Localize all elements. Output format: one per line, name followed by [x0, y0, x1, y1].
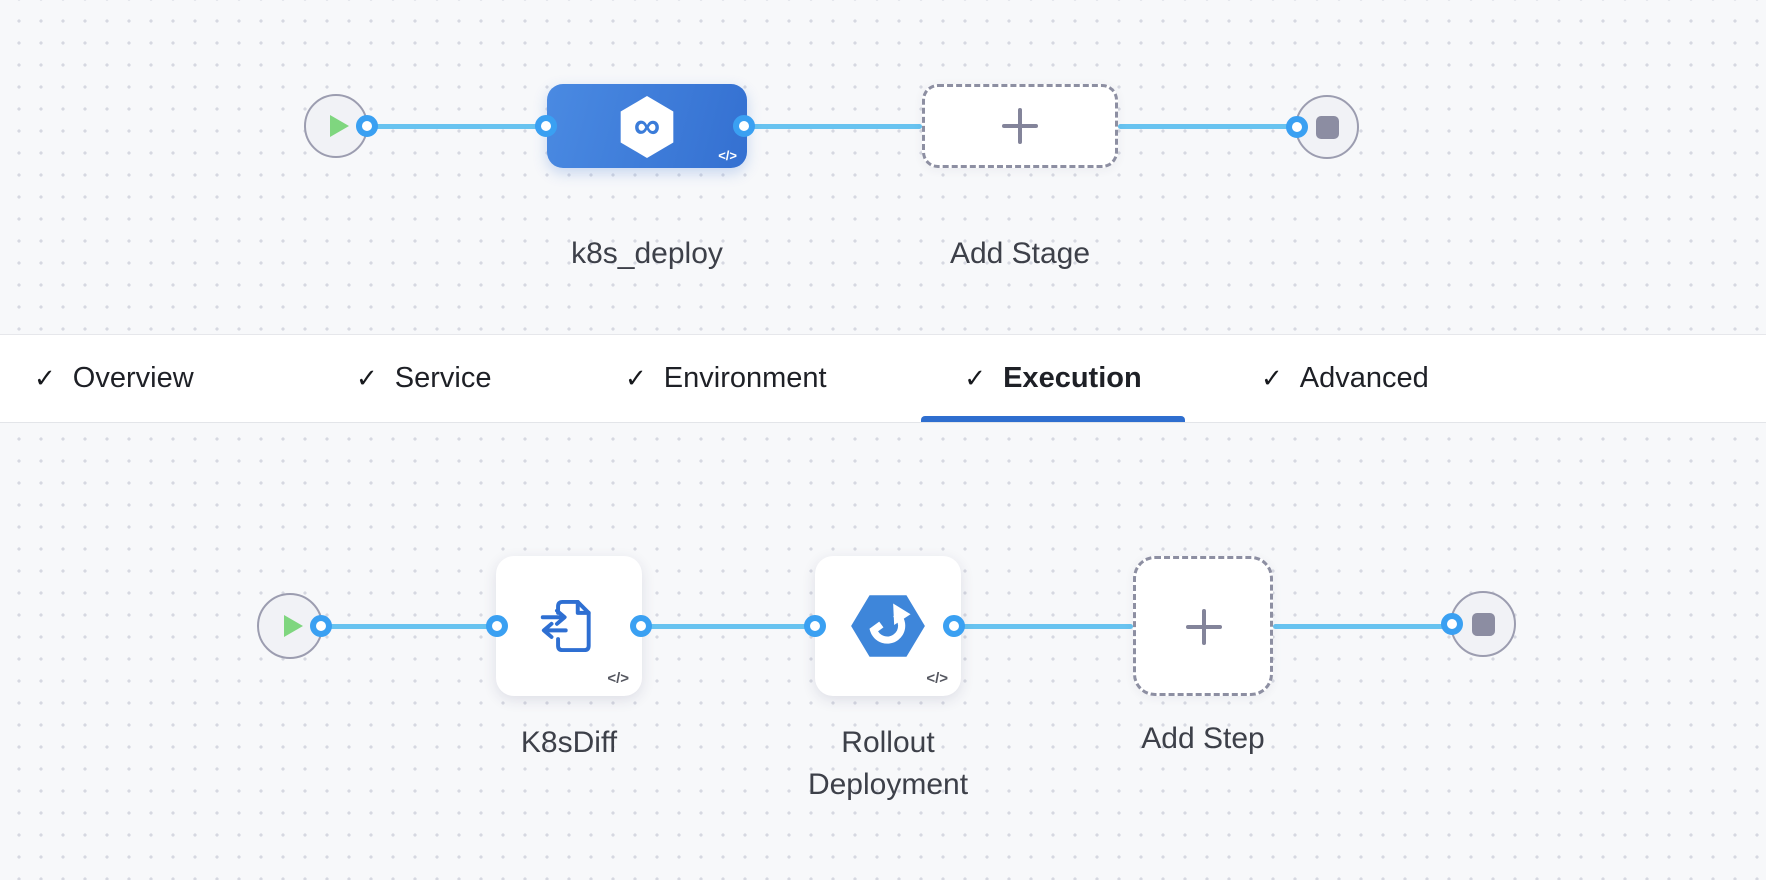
check-icon: ✓	[34, 363, 56, 394]
add-step-button[interactable]	[1133, 556, 1273, 696]
add-stage-label: Add Stage	[949, 237, 1091, 270]
node-port[interactable]	[1286, 116, 1308, 138]
tab-environment[interactable]: ✓ Environment	[625, 335, 827, 422]
node-port[interactable]	[943, 615, 965, 637]
check-icon: ✓	[964, 363, 987, 394]
node-port[interactable]	[1441, 613, 1463, 635]
tab-label: Advanced	[1299, 362, 1429, 394]
node-port[interactable]	[356, 115, 378, 137]
plus-icon	[1002, 108, 1038, 144]
execution-start-node[interactable]	[257, 593, 323, 659]
node-port[interactable]	[630, 615, 652, 637]
infinity-glyph: ∞	[633, 104, 661, 146]
check-icon: ✓	[356, 363, 378, 394]
stage-node-k8s-deploy[interactable]: ∞ </>	[547, 84, 747, 168]
harness-stage-icon: ∞	[620, 96, 674, 158]
step-label: Rollout Deployment	[807, 726, 969, 801]
step-label: K8sDiff	[520, 726, 618, 759]
add-stage-button[interactable]	[922, 84, 1118, 168]
connector-line	[1273, 624, 1452, 629]
connector-line	[321, 624, 497, 629]
stop-icon	[1471, 612, 1495, 636]
plus-icon	[1186, 609, 1222, 645]
code-view-icon[interactable]: </>	[926, 670, 948, 687]
tab-advanced[interactable]: ✓ Advanced	[1261, 335, 1429, 422]
connector-line	[367, 124, 547, 129]
tab-label: Environment	[663, 362, 827, 394]
tab-label: Overview	[72, 362, 194, 394]
code-view-icon[interactable]: </>	[718, 148, 737, 163]
check-icon: ✓	[1261, 363, 1283, 394]
code-view-icon[interactable]: </>	[607, 670, 629, 687]
node-port[interactable]	[535, 115, 557, 137]
play-icon	[330, 115, 349, 137]
k8s-diff-icon	[540, 599, 591, 653]
node-port[interactable]	[310, 615, 332, 637]
connector-line	[954, 624, 1133, 629]
node-port[interactable]	[804, 615, 826, 637]
connector-line	[641, 624, 815, 629]
tab-service[interactable]: ✓ Service	[356, 335, 492, 422]
rollout-deployment-icon	[851, 595, 925, 657]
stage-label: k8s_deploy	[571, 237, 723, 270]
node-port[interactable]	[486, 615, 508, 637]
connector-line	[743, 124, 922, 129]
step-node-k8sdiff[interactable]: </>	[496, 556, 642, 696]
node-port[interactable]	[733, 115, 755, 137]
tab-label: Service	[394, 362, 492, 394]
check-icon: ✓	[625, 363, 647, 394]
tab-overview[interactable]: ✓ Overview	[34, 335, 194, 422]
tab-execution[interactable]: ✓ Execution	[921, 335, 1185, 422]
stop-icon	[1315, 115, 1339, 139]
stage-config-tabbar: ✓ Overview ✓ Service ✓ Environment ✓ Exe…	[0, 334, 1766, 423]
connector-line	[1118, 124, 1297, 129]
add-step-label: Add Step	[1141, 722, 1265, 755]
play-icon	[284, 615, 303, 637]
tab-label: Execution	[1003, 362, 1142, 394]
step-node-rollout-deployment[interactable]: </>	[815, 556, 961, 696]
